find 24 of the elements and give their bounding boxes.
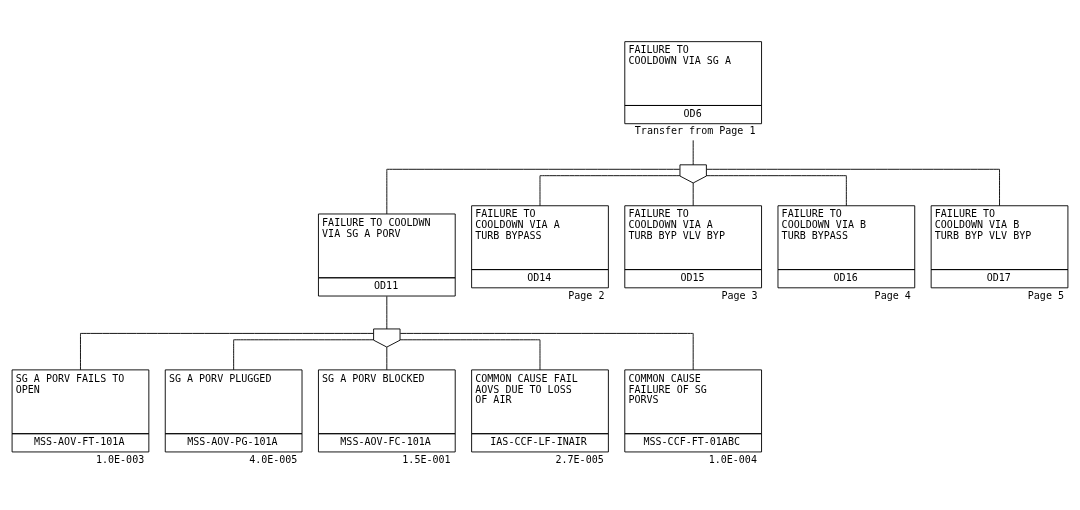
connector [706,175,847,207]
connector [386,295,388,330]
node-label: Transfer from Page 1 [634,125,756,137]
node-label: 1.0E-003 [95,453,145,465]
node-label: 4.0E-005 [249,453,298,465]
node-label: Page 4 [874,289,911,301]
connector [706,168,1000,207]
connector [386,346,388,371]
connector [539,175,681,207]
node-label: 1.0E-004 [708,453,757,465]
connector [386,168,681,215]
node-label: 2.7E-005 [555,453,604,465]
connector [692,182,694,207]
node-gate [373,328,401,348]
node-label: Page 2 [568,289,605,301]
node-label: Page 3 [721,289,758,301]
node-label: Page 5 [1027,289,1064,301]
connector [399,339,541,371]
node-label: 1.5E-001 [402,453,451,465]
node-gate [679,164,707,184]
connector [233,339,374,371]
connector [80,332,374,371]
connector [399,332,694,371]
connector [692,139,694,166]
